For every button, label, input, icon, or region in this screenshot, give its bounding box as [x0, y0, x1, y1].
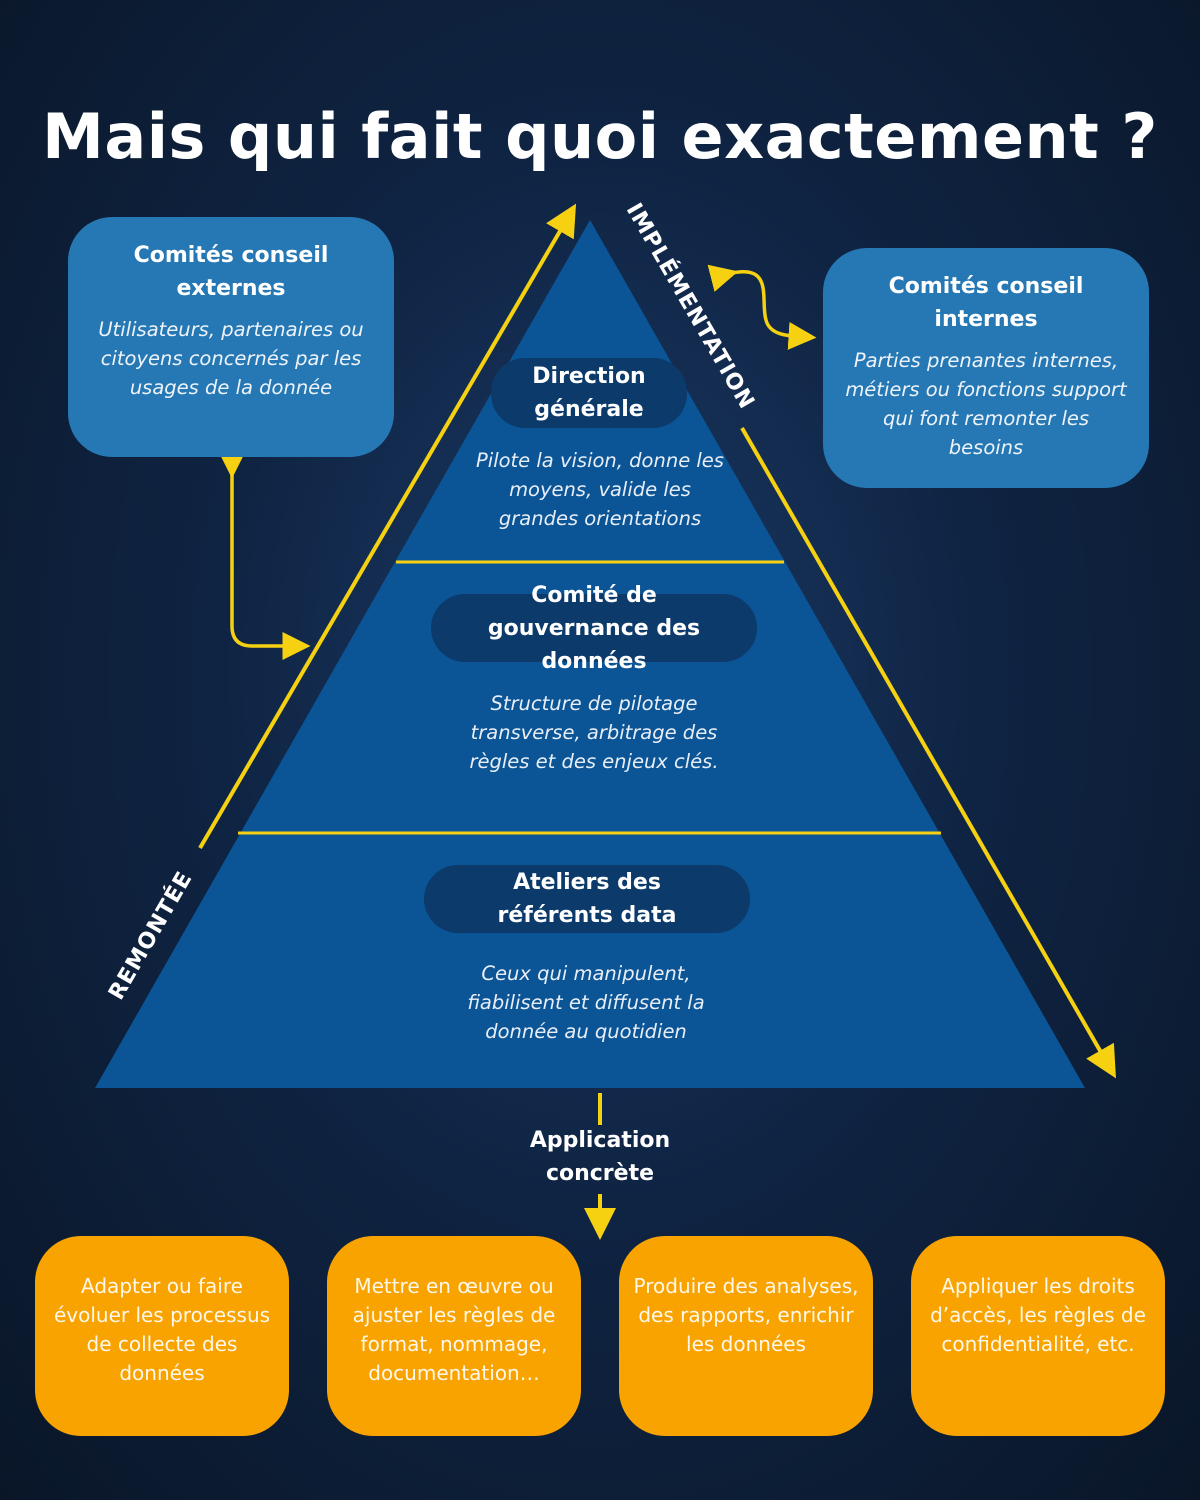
level-direction-pill: Direction générale — [491, 358, 687, 428]
page-title: Mais qui fait quoi exactement ? — [42, 100, 1158, 173]
internal-committee-title: Comités conseil internes — [888, 274, 1084, 332]
implementation-arrow — [740, 427, 1116, 1079]
action-box-regles: Mettre en œuvre ou ajuster les règles de… — [327, 1236, 581, 1436]
action-box-analyses: Produire des analyses, des rapports, enr… — [619, 1236, 873, 1436]
level-referents-pill: Ateliers des référents data — [424, 865, 750, 933]
external-committee-title: Comités conseil externes — [133, 243, 329, 301]
level-direction-description: Pilote la vision, donne les moyens, vali… — [476, 449, 724, 530]
internal-committee-description: Parties prenantes internes, métiers ou f… — [845, 349, 1127, 459]
level-governance-pill: Comité de gouvernance des données — [431, 583, 757, 674]
level-referents-description: Ceux qui manipulent, fiabilisent et diff… — [467, 962, 705, 1043]
external-committee-description: Utilisateurs, partenaires ou citoyens co… — [98, 318, 364, 399]
internal-committee-box: Comités conseil internes Parties prenant… — [823, 248, 1149, 488]
internal-connector-arrow — [707, 264, 817, 350]
external-connector-arrow — [218, 450, 311, 660]
level-governance-description: Structure de pilotage transverse, arbitr… — [469, 692, 719, 773]
remontee-arrow — [198, 203, 577, 850]
action-box-collecte: Adapter ou faire évoluer les processus d… — [35, 1236, 289, 1436]
application-label: Application concrète — [529, 1128, 671, 1186]
external-committee-box: Comités conseil externes Utilisateurs, p… — [68, 217, 394, 457]
action-box-droits: Appliquer les droits d’accès, les règles… — [911, 1236, 1165, 1436]
